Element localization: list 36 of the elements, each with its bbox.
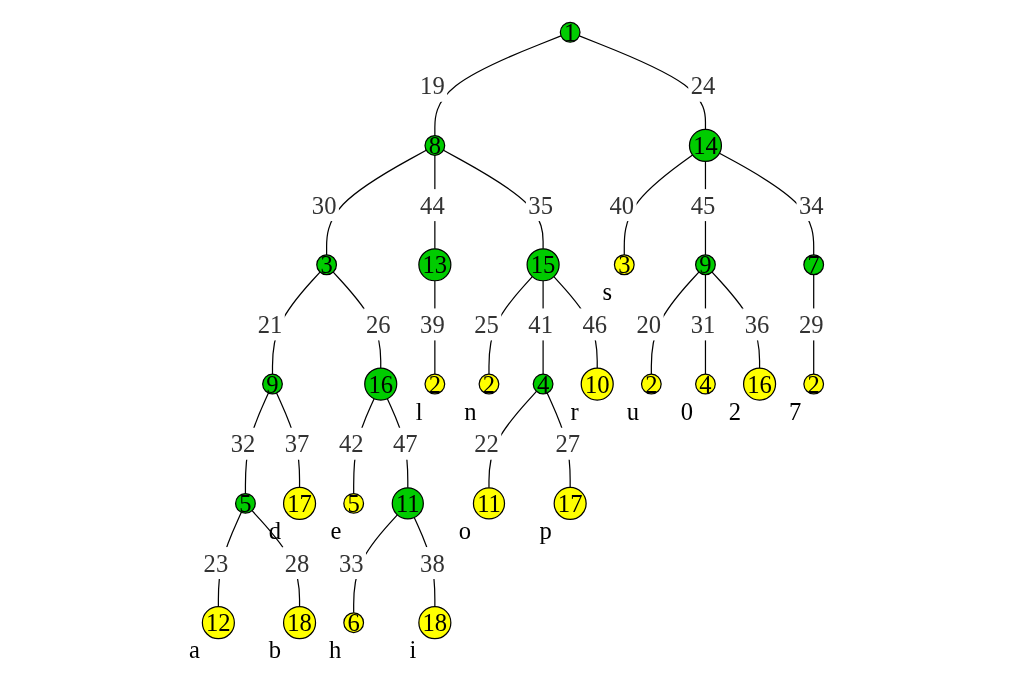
edge-label: 46 xyxy=(580,308,610,341)
leaf-label: 0 xyxy=(680,397,694,425)
circle-node: 10 xyxy=(580,367,614,401)
leaf-label: 2 xyxy=(728,397,742,425)
edge-label: 36 xyxy=(742,308,772,341)
circle-node: 15 xyxy=(526,248,560,282)
leaf-label: i xyxy=(409,636,417,664)
leaf-label: s xyxy=(602,278,612,306)
leaf-label: h xyxy=(329,636,342,664)
circle-node: 16 xyxy=(364,367,398,401)
circle-node: 11 xyxy=(472,487,506,520)
leaf-label: u xyxy=(626,397,640,425)
leaf-label: e xyxy=(330,517,342,545)
leaf-label: o xyxy=(458,517,471,545)
leaf-label: b xyxy=(268,636,282,664)
leaf-label: r xyxy=(570,397,579,425)
edge-label: 42 xyxy=(336,427,366,460)
edge-label: 23 xyxy=(201,547,231,580)
circle-node: 17 xyxy=(282,486,317,520)
edge-label: 44 xyxy=(417,189,448,222)
circle-node: 18 xyxy=(282,606,317,640)
circle-node: 16 xyxy=(742,367,777,401)
leaf-label: n xyxy=(464,397,477,425)
circle-node: 17 xyxy=(553,486,587,520)
circle-node: 11 xyxy=(391,487,424,520)
edge-label: 45 xyxy=(688,189,718,222)
edge-label: 28 xyxy=(282,547,312,580)
leaf-label: p xyxy=(539,517,552,545)
circle-node: 13 xyxy=(418,248,452,282)
leaf-label: 7 xyxy=(789,397,802,425)
circle-node: 18 xyxy=(418,606,452,640)
leaf-label: d xyxy=(268,517,282,545)
circle-node: 12 xyxy=(201,606,235,640)
circle-node: 14 xyxy=(688,128,723,163)
leaf-label: a xyxy=(189,636,200,664)
leaf-label: l xyxy=(415,397,423,425)
